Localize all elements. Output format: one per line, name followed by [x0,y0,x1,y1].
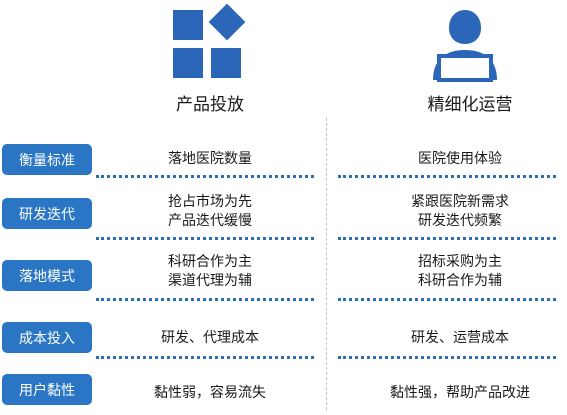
cell-deployment-right: 招标采购为主 科研合作为辅 [418,254,502,289]
row-label-iteration: 研发迭代 [2,198,92,229]
blocks-icon [173,4,246,78]
column-title-right: 精细化运营 [427,95,513,115]
row-separator [338,356,556,359]
row-label-cost: 成本投入 [2,322,92,353]
cell-cost-right: 研发、运营成本 [411,330,509,346]
row-separator [338,237,556,240]
row-separator [338,298,556,301]
cell-stickiness-right: 黏性强，帮助产品改进 [390,385,530,401]
row-label-standard: 衡量标准 [2,144,92,175]
cell-iteration-left: 抢占市场为先 产品迭代缓慢 [168,194,252,229]
row-label-stickiness: 用户黏性 [2,374,92,405]
row-separator [96,175,314,178]
row-separator [338,175,556,178]
column-divider [326,118,327,410]
cell-deployment-left: 科研合作为主 渠道代理为辅 [168,254,252,289]
row-separator [96,356,314,359]
cell-standard-left: 落地医院数量 [168,151,252,167]
user-laptop-icon [433,10,497,82]
row-label-deployment: 落地模式 [2,260,92,291]
cell-stickiness-left: 黏性弱，容易流失 [154,385,266,401]
column-title-left: 产品投放 [176,95,244,115]
cell-standard-right: 医院使用体验 [418,151,502,167]
cell-iteration-right: 紧跟医院新需求 研发迭代频繁 [411,194,509,229]
row-separator [96,298,314,301]
row-separator [96,237,314,240]
cell-cost-left: 研发、代理成本 [161,330,259,346]
